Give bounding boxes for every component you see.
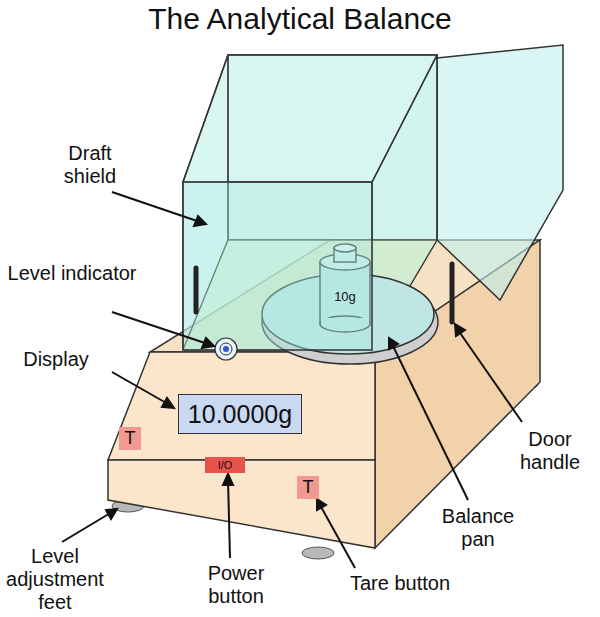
door-handle [450, 264, 455, 322]
door-handle [194, 268, 199, 312]
button-text: T [303, 477, 314, 498]
weight-mark: 10g [334, 289, 356, 304]
part-label: Power button [181, 562, 291, 608]
button-text: T [125, 428, 136, 449]
foot [302, 547, 334, 559]
tare-button: T [119, 427, 141, 450]
title: The Analytical Balance [0, 2, 600, 37]
button-text: I/O [218, 459, 233, 471]
level-indicator [215, 338, 237, 360]
power-button: I/O [205, 457, 245, 473]
part-label: Level adjustment feet [3, 545, 107, 614]
display-reading: 10.0000g [188, 400, 292, 429]
shield-door [437, 45, 563, 300]
level-bubble [223, 346, 229, 352]
weight-label: 10g [331, 288, 359, 305]
level-ring [220, 343, 232, 355]
part-label: Balance pan [423, 505, 533, 551]
part-label: Display [6, 348, 106, 371]
part-label: Tare button [335, 572, 465, 595]
shield-front [183, 182, 372, 350]
part-label: Draft shield [40, 142, 140, 188]
tare-button: T [297, 476, 319, 499]
display-screen: 10.0000g [178, 394, 302, 434]
base-front-slope [108, 352, 375, 460]
part-label: Door handle [505, 428, 595, 474]
part-label: Level indicator [7, 262, 137, 285]
base-front [108, 460, 375, 548]
